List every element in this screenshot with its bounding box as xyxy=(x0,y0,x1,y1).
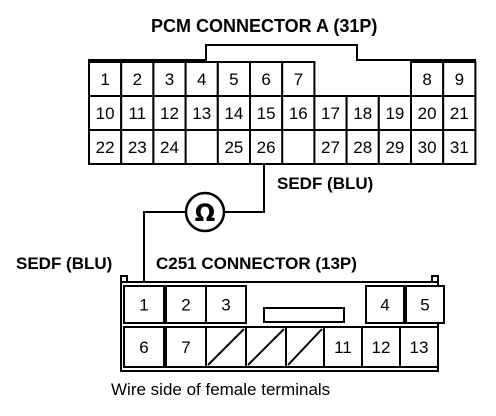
c251-connector-title: C251 CONNECTOR (13P) xyxy=(156,254,357,273)
pcm-pin-4-label: 4 xyxy=(197,70,206,89)
caption: Wire side of female terminals xyxy=(111,380,331,399)
pcm-pin-30-label: 30 xyxy=(418,138,437,157)
pcm-pin-16-label: 16 xyxy=(289,104,308,123)
pcm-pin-24-cell xyxy=(152,129,187,165)
c251-pin-5-cell xyxy=(405,285,445,324)
pcm-pin-22-label: 22 xyxy=(96,138,115,157)
c251-pin-12-cell xyxy=(361,326,401,368)
pcm-pin-15-cell xyxy=(249,95,284,131)
wire-label-bottom: SEDF (BLU) xyxy=(16,254,113,273)
c251-pin-1-cell xyxy=(123,285,165,324)
c251-pin-13-label: 13 xyxy=(410,338,429,357)
pcm-pin-11-label: 11 xyxy=(128,104,146,123)
c251-ear-right xyxy=(431,275,439,282)
wire-label-top: SEDF (BLU) xyxy=(277,174,374,193)
c251-ear-left xyxy=(120,275,128,282)
c251-pin-1-label: 1 xyxy=(139,296,148,315)
c251-blank-cavity-2-stroke xyxy=(247,328,285,366)
pcm-pin-8-label: 8 xyxy=(422,70,431,89)
pcm-pin-15-label: 15 xyxy=(257,104,276,123)
pcm-pin-28-cell xyxy=(345,129,380,165)
ohm-symbol: Ω xyxy=(195,199,215,227)
pcm-pin-21-cell xyxy=(442,95,477,131)
pcm-pin-5-label: 5 xyxy=(229,70,238,89)
c251-blank-cavity-1-stroke xyxy=(207,328,245,366)
pcm-pin-24-label: 24 xyxy=(160,138,179,157)
pcm-pin-9-label: 9 xyxy=(455,70,464,89)
pcm-pin-17-label: 17 xyxy=(321,104,340,123)
pcm-pin-3-label: 3 xyxy=(165,70,174,89)
pcm-pin-31-cell xyxy=(442,129,477,165)
pcm-pin-20-label: 20 xyxy=(418,104,437,123)
pcm-connector-title: PCM CONNECTOR A (31P) xyxy=(151,16,378,36)
c251-pin-3-label: 3 xyxy=(221,296,230,315)
c251-pin-3-cell xyxy=(205,285,247,324)
pcm-pin-25-cell xyxy=(216,129,252,165)
pcm-pin-26-cell xyxy=(249,129,284,165)
pcm-pin-27-cell xyxy=(313,129,348,165)
c251-pin-7-label: 7 xyxy=(181,338,190,357)
c251-pin-4-label: 4 xyxy=(380,296,389,315)
pcm-pin-29-label: 29 xyxy=(385,138,404,157)
pcm-pin-18-label: 18 xyxy=(353,104,372,123)
c251-pin-4-cell xyxy=(365,285,405,324)
pcm-pin-26-label: 26 xyxy=(257,138,276,157)
pcm-pin-29-cell xyxy=(377,129,412,165)
c251-connector xyxy=(120,275,439,372)
wire-top xyxy=(225,164,265,213)
wire-bottom xyxy=(143,211,186,282)
c251-latch xyxy=(263,307,345,323)
c251-pin-6-cell xyxy=(123,326,165,368)
c251-pin-11-label: 11 xyxy=(334,338,352,357)
pcm-pin-6-label: 6 xyxy=(261,70,270,89)
c251-pin-13-cell xyxy=(399,326,439,368)
pcm-pin-2-label: 2 xyxy=(133,70,142,89)
pcm-pin-6-cell xyxy=(249,61,284,97)
pcm-pin-2-cell xyxy=(120,61,155,97)
c251-connector-outline xyxy=(120,281,439,372)
pcm-pin-7-label: 7 xyxy=(294,70,303,89)
pcm-pin-10-label: 10 xyxy=(96,104,115,123)
pcm-pin-21-label: 21 xyxy=(450,104,469,123)
pcm-pin-31-label: 31 xyxy=(450,138,469,157)
pcm-pin-28-label: 28 xyxy=(353,138,372,157)
c251-pin-12-label: 12 xyxy=(372,338,391,357)
c251-pin-6-label: 6 xyxy=(139,338,148,357)
pcm-pin-12-label: 12 xyxy=(160,104,179,123)
pcm-pin-9-cell xyxy=(442,61,477,97)
test-wiring xyxy=(143,164,265,282)
pcm-pin-4-cell xyxy=(184,61,219,97)
pcm-pin-7-cell xyxy=(281,61,316,97)
c251-pin-5-label: 5 xyxy=(420,296,429,315)
pcm-pin-25-label: 25 xyxy=(224,138,243,157)
pcm-pin-27-label: 27 xyxy=(321,138,340,157)
pcm-pin-23-label: 23 xyxy=(128,138,147,157)
pcm-pin-1-label: 1 xyxy=(100,70,109,89)
c251-blank-cavity-3-stroke xyxy=(287,328,323,366)
c251-pin-2-label: 2 xyxy=(181,296,190,315)
pcm-pin-13-label: 13 xyxy=(192,104,211,123)
pcm-pin-22-cell xyxy=(88,129,123,165)
pcm-pin-14-label: 14 xyxy=(224,104,243,123)
pcm-pin-20-cell xyxy=(410,95,445,131)
ohmmeter-icon: Ω xyxy=(184,191,226,233)
pcm-pin-19-label: 19 xyxy=(385,104,404,123)
